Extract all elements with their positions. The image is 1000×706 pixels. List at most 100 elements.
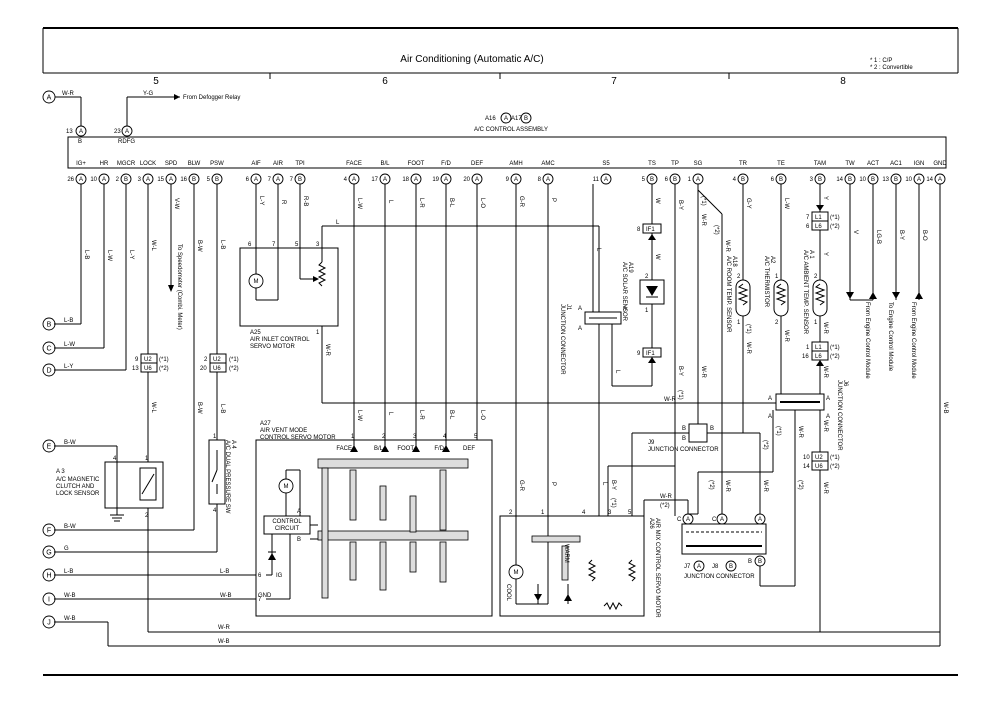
pin-number: 5 [642,177,646,183]
pin-number: 19 [432,177,439,183]
assembly-ref-a16: A16 [485,116,496,122]
wire-label: W-R [62,91,75,97]
pin-number: 16 [180,177,187,183]
junction-pin-icon: A [716,513,728,525]
wire-label: L [601,482,607,486]
junction-pin: B [748,559,752,565]
svg-text:B: B [758,559,762,565]
component-label: A/C MAGNETIC [56,477,100,483]
wire-label: B-O [921,230,927,241]
pin-name: TPI [295,161,305,167]
pin-number: 1 [145,456,149,462]
assembly-label: A/C CONTROL ASSEMBLY [474,127,548,133]
wire-label: W-B [942,402,948,414]
svg-text:B: B [298,177,302,183]
connector-label: U6 [815,464,823,470]
cool-label: COOL [505,584,511,602]
pin-name: TE [777,161,785,167]
terminal-a-icon: A [42,90,56,104]
assembly-connector-a-icon: A [500,112,512,124]
pin-number: 2 [509,510,513,516]
component-label: AIR INLET CONTROL [250,337,310,343]
pin-number: 26 [67,177,74,183]
wire-label: B-Y [898,230,904,240]
ecm-note: From Engine Control Module [864,302,870,379]
contact-rod [379,485,387,521]
component-id: A2 [769,256,775,264]
photodiode-icon [646,286,658,296]
svg-text:A: A [686,517,690,523]
svg-text:E: E [47,444,52,451]
pin-number: 4 [733,177,737,183]
pin-name: F/D [441,161,451,167]
switch-contact [211,469,218,483]
wire-label: B-W [64,440,76,446]
svg-text:B: B [192,177,196,183]
diode-icon [412,445,420,452]
junction-connector-j7-j8 [681,523,767,555]
pin-connector-icon: B [814,173,826,185]
mode-label: FOOT [397,446,414,452]
component-id: A 3 [56,469,65,475]
pin-number: 4 [213,508,217,514]
pin-connector-icon: A [600,173,612,185]
pin-number: 2 [775,320,779,326]
wire-label: L [614,370,620,374]
pin-connector-icon: A [348,173,360,185]
pin-number: 4 [443,434,447,440]
connector-label: U2 [213,357,221,363]
wire-label: B-L [448,410,454,420]
pin-number: 15 [157,177,164,183]
component-label: AIR MIX CONTROL SERVO MOTOR [654,518,660,618]
connector-u6 [140,362,158,373]
variant-note: (*1) [775,426,781,436]
wire-label: G-R [518,196,524,208]
variant-note: (*2) [830,224,840,230]
svg-text:B: B [729,564,733,570]
assembly-ref-a17: A17 [511,116,522,122]
pin-number: 2 [116,177,120,183]
svg-text:A: A [475,177,479,183]
svg-text:J: J [47,620,51,627]
junction-pin: A [826,414,830,420]
control-circuit-label: CIRCUIT [275,526,300,532]
pin-name: B [78,139,82,145]
pin-connector-icon: A [379,173,391,185]
motor-symbol: M [284,484,289,490]
variant-note: (*2) [159,366,169,372]
pin-number: 7 [268,177,272,183]
wire-label: W-R [797,426,803,439]
arrow-icon [313,276,319,282]
pin-number: 10 [90,177,97,183]
variant-note: (*1) [159,357,169,363]
arrow-icon [816,205,824,211]
wire-label: W-R [724,240,730,253]
wire-label: L-B [219,240,225,249]
component-label: A/C SOLAR SENSOR [621,262,627,322]
pin-number: 1 [645,308,649,314]
connector-pin: 20 [200,366,207,372]
svg-text:B: B [673,177,677,183]
component-id: A19 [627,262,633,273]
variant-note: (*2) [713,225,719,235]
wire-label: L-B [64,569,73,575]
wire-label: L-O [479,198,485,208]
pin-connector-icon: B [737,173,749,185]
component-label: A/C DUAL PRESSURE SW [224,440,230,514]
contact-rod [561,545,569,581]
pin-number: 1 [213,434,217,440]
junction-id: J7 [684,564,691,570]
contact-rod [409,495,417,533]
section-number: 8 [840,76,846,87]
pin-connector-icon: A [692,173,704,185]
svg-text:A: A [102,177,106,183]
wire-label: W-B [220,593,232,599]
pin-connector-icon: B [120,173,132,185]
component-label: A/C THERMISTOR [763,256,769,308]
pin-name: SG [694,161,703,167]
servo-pin: B [297,537,301,543]
wire-label: W-B [218,639,230,645]
variant-note: (*2) [797,480,803,490]
connector-pin: 6 [806,224,810,230]
